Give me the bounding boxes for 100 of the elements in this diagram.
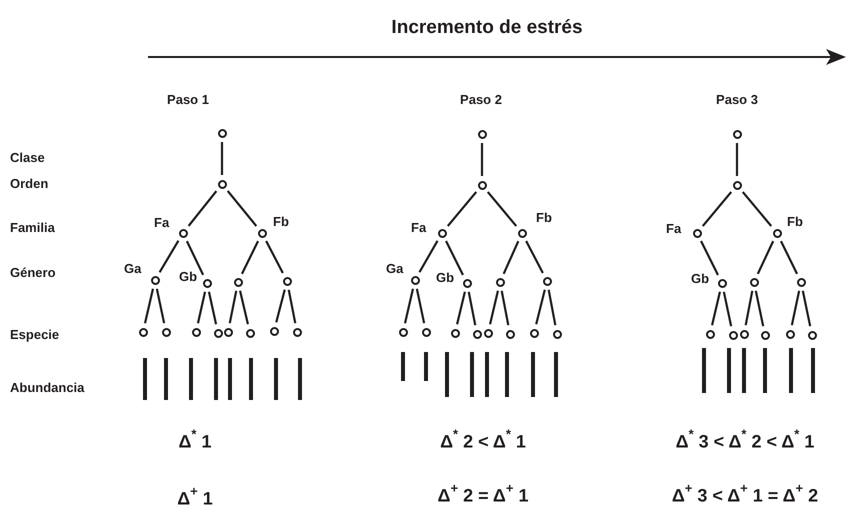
taxon-circle	[750, 278, 758, 286]
branch-line	[500, 290, 510, 326]
rank-label: Clase	[10, 150, 45, 166]
branch-line	[736, 143, 738, 176]
branch-line	[186, 240, 204, 276]
taxon-circle	[478, 180, 486, 190]
title: Incremento de estrés	[391, 18, 583, 39]
branch-line	[446, 191, 478, 227]
branch-line	[702, 191, 732, 227]
rank-label: Abundancia	[10, 380, 84, 396]
taxon-circle	[422, 328, 430, 336]
branch-line	[188, 190, 218, 227]
taxon-circle	[728, 330, 738, 340]
taxon-circle	[282, 276, 292, 286]
taxon-circle	[496, 278, 504, 286]
taxon-circle	[218, 180, 226, 188]
branch-line	[226, 190, 258, 227]
branch-line	[480, 143, 484, 176]
taxon-circle	[162, 328, 170, 336]
formula: Δ$^{+}$ 3 < Δ$^{+}$ 1 = Δ$^{+}$ 2	[672, 482, 818, 506]
taxon-circle	[478, 130, 486, 138]
formula: Δ$^{*}$ 2 < Δ$^{*}$ 1	[440, 428, 526, 452]
taxon-circle	[760, 330, 770, 340]
branch-line	[742, 191, 772, 227]
taxon-circle	[450, 328, 460, 338]
branch-line	[535, 289, 546, 325]
taxon-circle	[530, 328, 538, 338]
branch-line	[208, 292, 218, 324]
taxon-circle	[472, 330, 482, 338]
taxon-label: Fa	[411, 221, 426, 234]
step-heading: Paso 2	[460, 92, 502, 108]
branch-line	[158, 240, 180, 273]
branch-line	[780, 240, 798, 274]
branch-line	[802, 290, 812, 326]
branch-line	[228, 290, 238, 324]
taxon-circle	[786, 330, 794, 338]
branch-line	[722, 292, 732, 326]
branch-line	[468, 292, 476, 326]
taxon-circle	[732, 130, 742, 138]
taxon-label: Fb	[787, 215, 803, 228]
taxon-circle	[214, 328, 222, 338]
branch-line	[144, 288, 154, 324]
branch-line	[700, 240, 719, 276]
taxon-circle	[706, 330, 714, 338]
taxon-circle	[740, 330, 748, 338]
taxon-label: Gb	[179, 270, 198, 283]
taxon-circle	[808, 330, 816, 340]
formula: Δ$^{+}$ 2 = Δ$^{+}$ 1	[438, 482, 528, 506]
branch-line	[525, 240, 544, 274]
taxon-label: Fa	[154, 216, 170, 229]
taxon-label: Gb	[691, 272, 710, 285]
rank-label: Orden	[10, 176, 48, 192]
step-heading: Paso 1	[167, 92, 209, 108]
rank-label: Especie	[10, 328, 60, 342]
branch-line	[710, 292, 722, 326]
taxon-circle	[398, 328, 408, 336]
taxon-label: Gb	[436, 271, 454, 284]
branch-line	[502, 240, 520, 274]
branch-line	[220, 142, 224, 175]
rank-label: Género	[10, 266, 56, 280]
taxon-circle	[138, 328, 148, 336]
branch-line	[156, 288, 166, 324]
taxon-circle	[484, 328, 492, 338]
formula: Δ$^{+}$ 1	[177, 484, 213, 510]
taxon-circle	[246, 328, 254, 338]
taxon-label: Fb	[536, 211, 552, 224]
taxon-circle	[506, 330, 514, 338]
taxon-circle	[732, 180, 742, 190]
taxon-circle	[270, 326, 278, 336]
branch-line	[744, 290, 754, 326]
taxon-label: Ga	[386, 262, 404, 275]
taxon-circle	[552, 330, 562, 338]
branch-line	[240, 240, 260, 274]
branch-line	[288, 290, 296, 324]
branch-line	[238, 290, 250, 324]
taxon-circle	[234, 278, 242, 286]
branch-line	[488, 290, 500, 324]
branch-line	[275, 289, 286, 323]
branch-line	[265, 240, 284, 274]
taxon-circle	[192, 328, 200, 336]
formula: Δ$^{*}$ 3 < Δ$^{*}$ 2 < Δ$^{*}$ 1	[676, 428, 814, 452]
taxon-circle	[224, 328, 232, 336]
taxon-circle	[292, 328, 302, 336]
branch-line	[790, 290, 800, 326]
branch-line	[418, 240, 438, 273]
formula: Δ$^{*}$ 1	[178, 428, 212, 452]
taxon-label: Ga	[124, 262, 142, 275]
branch-line	[486, 191, 518, 227]
branch-line	[548, 290, 556, 326]
step-heading: Paso 3	[716, 92, 758, 108]
branch-line	[196, 292, 206, 324]
branch-line	[756, 240, 774, 274]
branch-line	[404, 288, 414, 324]
branch-line	[445, 240, 464, 276]
taxon-circle	[218, 128, 226, 138]
taxon-label: Fb	[273, 215, 289, 228]
taxon-circle	[542, 276, 552, 286]
branch-line	[754, 290, 764, 326]
branch-line	[456, 292, 466, 324]
rank-label: Familia	[10, 220, 55, 236]
